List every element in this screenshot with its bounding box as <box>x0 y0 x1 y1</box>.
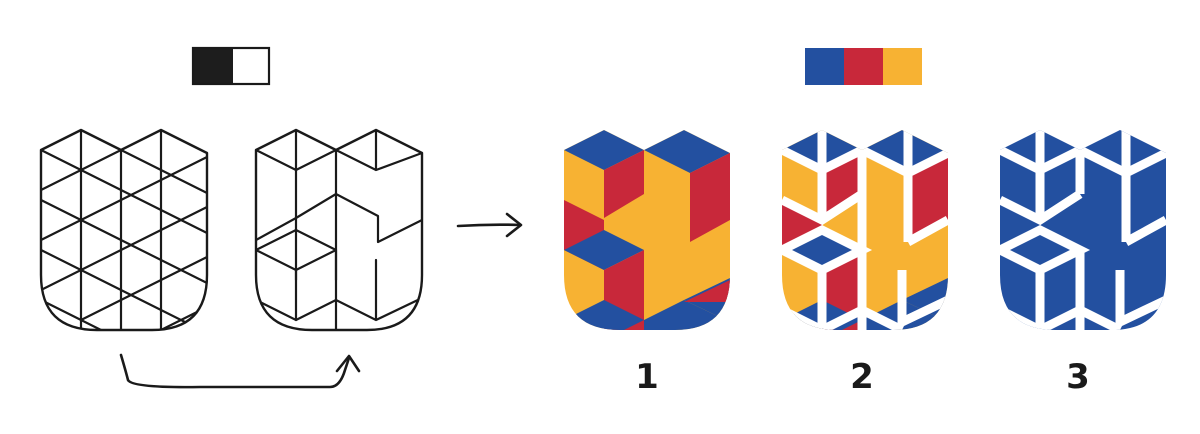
swatch-blue <box>805 48 844 85</box>
swatch-black-2 <box>214 48 233 84</box>
curved-return-arrow-icon <box>119 353 361 389</box>
swatch-white <box>233 48 269 84</box>
color-swatch <box>805 48 922 85</box>
simplified-grid <box>256 130 422 330</box>
shield-outline <box>39 128 209 332</box>
swatch-red <box>844 48 883 85</box>
variant-1-label: 1 <box>635 357 659 397</box>
isometric-grid <box>41 130 207 330</box>
monochrome-swatch <box>191 46 271 86</box>
shield-variant-2 <box>782 130 948 330</box>
swatch-yellow <box>883 48 922 85</box>
swatch-frame <box>191 46 271 86</box>
shield-simplified-outline <box>254 128 424 332</box>
arrow-right-icon <box>456 212 523 238</box>
variant-3-label: 3 <box>1066 357 1090 397</box>
shield-variant-1 <box>564 130 730 330</box>
shield-grid-outline <box>39 128 209 332</box>
variant-2-label: 2 <box>850 357 874 397</box>
shield-variant-3 <box>1000 130 1166 330</box>
shield-outline <box>254 128 424 332</box>
